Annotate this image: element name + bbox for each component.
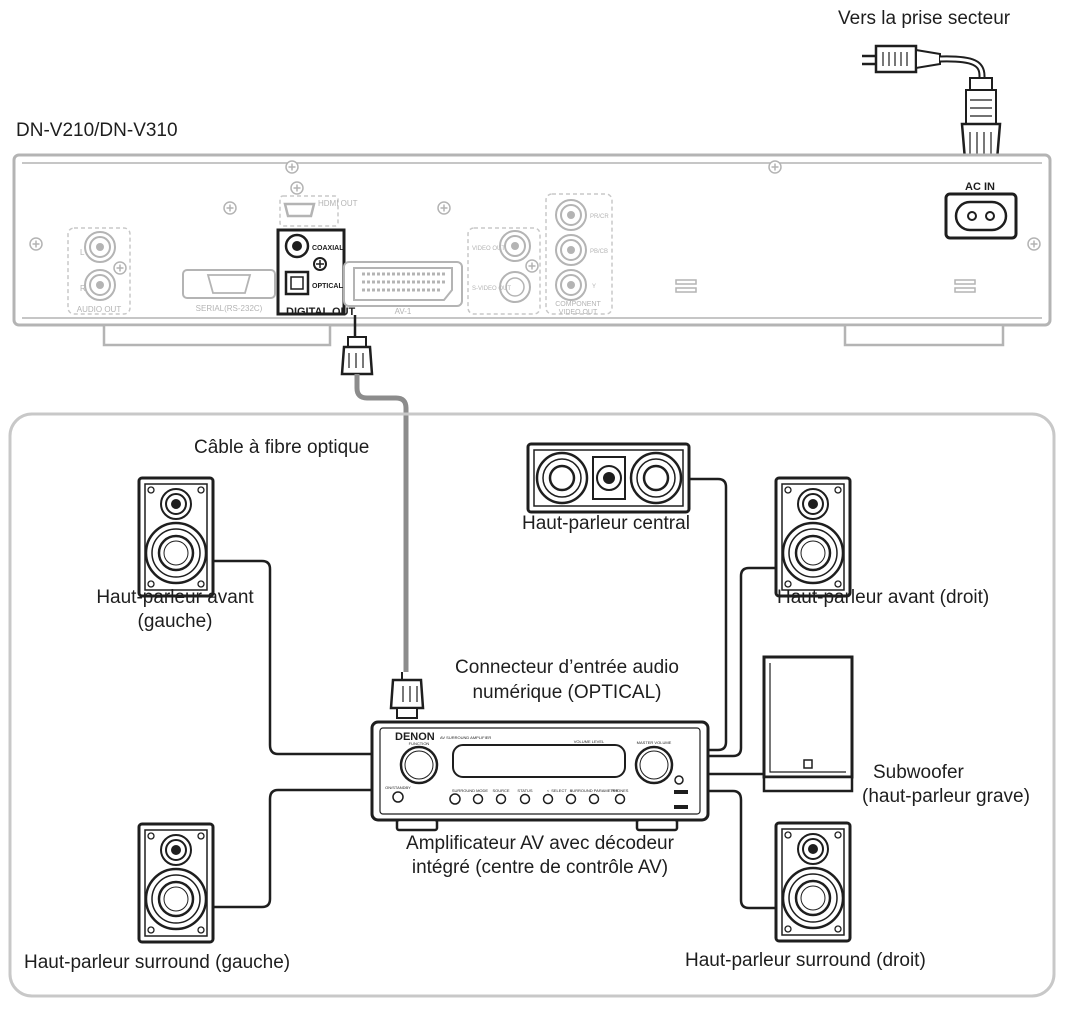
front-right-speaker-label: Haut-parleur avant (droit)	[777, 587, 990, 608]
amp-button-label: <	[547, 788, 550, 793]
player-rear-panel	[12, 153, 1052, 347]
audio-out-label: AUDIO OUT	[77, 305, 122, 314]
ac-in-label: AC IN	[965, 181, 995, 193]
optical-input-label-2: numérique (OPTICAL)	[472, 682, 662, 703]
y-label: Y	[592, 284, 596, 290]
av-amplifier-icon	[370, 720, 710, 832]
speaker-wires	[213, 477, 776, 910]
pr-label: PR/CR	[590, 214, 609, 220]
video-out-label: VIDEO OUT	[472, 246, 505, 252]
optical-input-label: Connecteur d’entrée audio	[455, 657, 679, 678]
front-left-speaker-label-2: (gauche)	[137, 611, 213, 632]
amp-function-label: FUNCTION	[409, 741, 430, 746]
front-right-speaker-icon	[774, 476, 852, 598]
amp-button-label: SURROUND PARAMETER	[570, 788, 619, 793]
surround-right-speaker-icon	[774, 821, 852, 943]
center-speaker-label: Haut-parleur central	[522, 513, 690, 534]
amp-button-label: >	[570, 788, 573, 793]
audio-r-label: R	[80, 284, 86, 293]
surround-right-speaker-label: Haut-parleur surround (droit)	[685, 950, 926, 971]
audio-l-label: L	[80, 248, 85, 257]
optical-label: OPTICAL	[312, 283, 343, 290]
optical-cable-label: Câble à fibre optique	[194, 437, 370, 458]
player-model-label: DN-V210/DN-V310	[16, 120, 178, 141]
home-theater-area	[8, 412, 1056, 998]
amplifier-labels: DENON AV SURROUND AMPLIFIER FUNCTION VOL…	[385, 731, 672, 793]
pb-label: PB/CB	[590, 249, 608, 255]
subwoofer-label-2: (haut-parleur grave)	[862, 786, 1030, 807]
svideo-out-label: S-VIDEO OUT	[472, 286, 511, 292]
ac-power-connector	[960, 77, 1002, 171]
front-left-speaker-label: Haut-parleur avant	[96, 587, 254, 608]
amp-button-label: PHONES	[612, 788, 629, 793]
component-label-1: COMPONENT	[555, 301, 601, 308]
center-speaker-icon	[526, 442, 691, 514]
surround-left-speaker-label: Haut-parleur surround (gauche)	[24, 952, 291, 973]
amp-subtitle-label: AV SURROUND AMPLIFIER	[440, 735, 491, 740]
amp-standby-label: ON/STANDBY	[385, 785, 411, 790]
amp-master-volume-label: MASTER VOLUME	[637, 740, 672, 745]
power-plug	[862, 44, 986, 88]
amp-button-label: SOURCE	[492, 788, 509, 793]
optical-cable	[340, 315, 425, 719]
serial-label: SERIAL(RS-232C)	[196, 304, 263, 313]
subwoofer-icon	[762, 655, 854, 793]
amp-volume-level-label: VOLUME LEVEL	[574, 739, 605, 744]
amp-brand-label: DENON	[395, 731, 435, 743]
hdmi-out-label: HDMI OUT	[318, 199, 358, 208]
av-amplifier-label: Amplificateur AV avec décodeur	[406, 833, 674, 854]
coaxial-label: COAXIAL	[312, 245, 344, 252]
mains-outlet-label: Vers la prise secteur	[838, 8, 1011, 29]
av1-label: AV-1	[395, 307, 412, 316]
panel-labels: AC IN L R AUDIO OUT SERIAL(RS-232C) HDMI…	[77, 181, 995, 318]
surround-left-speaker-icon	[137, 822, 215, 944]
component-label-2: VIDEO OUT	[559, 309, 598, 316]
front-left-speaker-icon	[137, 476, 215, 598]
subwoofer-label: Subwoofer	[873, 762, 964, 783]
av-amplifier-label-2: intégré (centre de contrôle AV)	[411, 857, 669, 878]
amp-button-label: SURROUND MODE	[452, 788, 489, 793]
amp-button-label: STATUS	[517, 788, 533, 793]
digital-out-label: DIGITAL OUT	[286, 306, 356, 318]
amp-button-label: SELECT	[551, 788, 567, 793]
